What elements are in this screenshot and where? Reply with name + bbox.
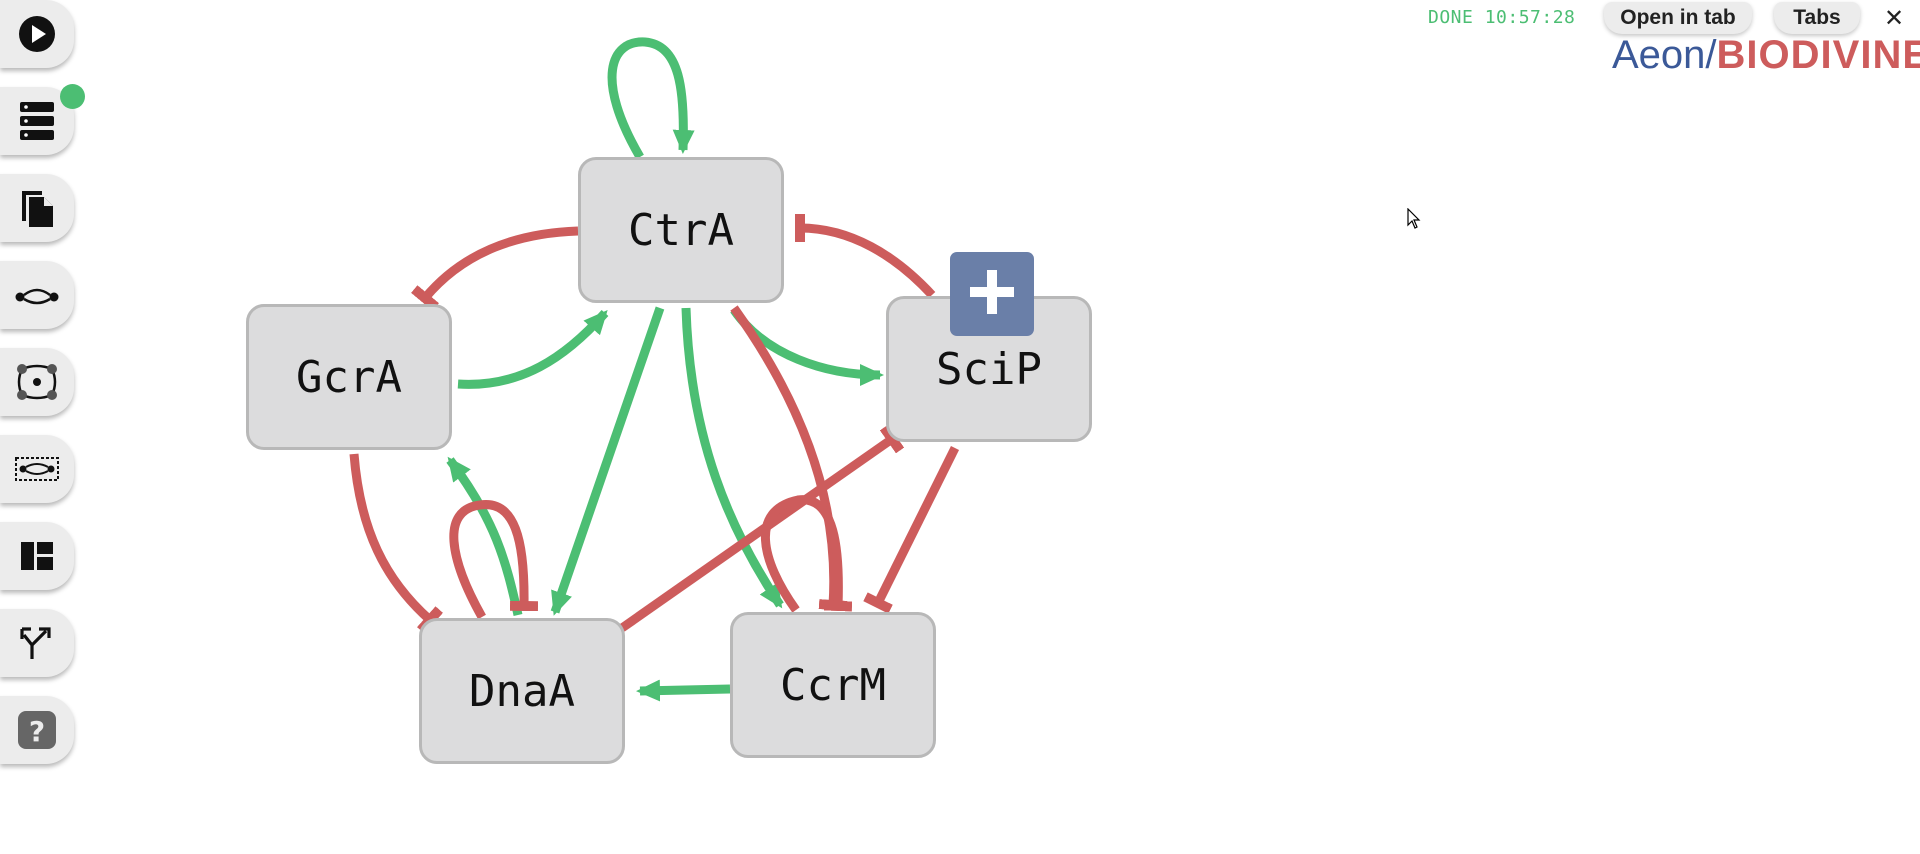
- database-icon: [19, 100, 55, 142]
- fork-icon: [20, 625, 54, 661]
- edge-scip-ctra[interactable]: [794, 213, 936, 299]
- status-indicator: DONE 10:57:28: [1428, 6, 1575, 30]
- svg-text:?: ?: [29, 715, 45, 748]
- logo: Aeon/BIODIVINE: [1612, 30, 1920, 80]
- files-button[interactable]: [0, 174, 74, 242]
- logo-aeon: Aeon/: [1612, 33, 1717, 77]
- edge-ctra-dnaa[interactable]: [550, 306, 665, 616]
- play-button[interactable]: [0, 0, 74, 68]
- dashboard-icon: [20, 541, 54, 571]
- plus-icon: [966, 266, 1018, 322]
- play-icon: [18, 15, 56, 53]
- network-graph-button[interactable]: [0, 348, 74, 416]
- edge-ccrm-dnaa[interactable]: [636, 679, 731, 702]
- edge-gcra-dnaa[interactable]: [349, 453, 444, 634]
- selection-button[interactable]: [0, 435, 74, 503]
- regulation-edge-button[interactable]: [0, 261, 74, 329]
- edge-dnaa-dnaa[interactable]: [449, 500, 539, 620]
- logo-biodivine: BIODIVINE: [1716, 33, 1920, 77]
- status-time: 10:57:28: [1484, 7, 1576, 28]
- close-icon: ✕: [1883, 4, 1905, 32]
- model-database-button[interactable]: [0, 87, 74, 155]
- edge-dnaa-scip[interactable]: [619, 424, 905, 632]
- node-gcra[interactable]: GcrA: [246, 304, 452, 450]
- status-state: DONE: [1428, 7, 1474, 28]
- edge-ccrm-ccrm[interactable]: [760, 495, 853, 613]
- selection-icon: [15, 457, 59, 481]
- edge-scip-ccrm[interactable]: [863, 445, 960, 614]
- help-button[interactable]: ?: [0, 696, 74, 764]
- files-icon: [19, 187, 55, 229]
- edge-ctra-ctra[interactable]: [607, 37, 695, 160]
- help-icon: ?: [17, 710, 57, 750]
- node-dnaa[interactable]: DnaA: [419, 618, 625, 764]
- edge-regulation-icon: [15, 283, 59, 307]
- node-ccrm[interactable]: CcrM: [730, 612, 936, 758]
- add-node-button[interactable]: [950, 252, 1034, 336]
- edge-gcra-ctra[interactable]: [457, 310, 609, 389]
- edge-ctra-ccrm[interactable]: [681, 307, 784, 609]
- notification-dot: [60, 84, 85, 109]
- open-in-tab-button[interactable]: Open in tab: [1604, 2, 1752, 34]
- network-graph-icon: [14, 359, 60, 405]
- tabs-button[interactable]: Tabs: [1774, 2, 1860, 34]
- close-button[interactable]: ✕: [1880, 2, 1908, 34]
- mouse-cursor-icon: [1407, 207, 1421, 234]
- fork-button[interactable]: [0, 609, 74, 677]
- dashboard-button[interactable]: [0, 522, 74, 590]
- node-ctra[interactable]: CtrA: [578, 157, 784, 303]
- edge-ctra-gcra[interactable]: [411, 226, 579, 311]
- edge-dnaa-gcra[interactable]: [446, 456, 523, 616]
- toolbar: ?: [0, 0, 85, 854]
